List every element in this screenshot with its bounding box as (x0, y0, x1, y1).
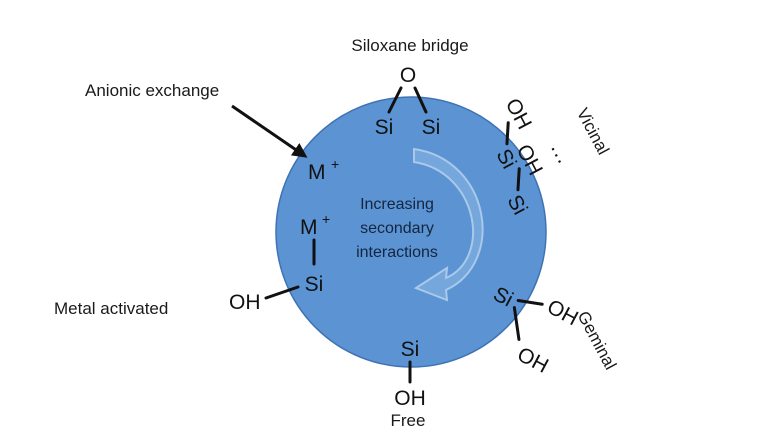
siloxane-si-right: Si (422, 116, 441, 139)
siloxane-bond-right (413, 86, 428, 114)
metal-si-oh-bond (264, 285, 300, 300)
free-oh: OH (394, 387, 426, 410)
siloxane-si-left: Si (375, 116, 394, 139)
label-anionic-exchange: Anionic exchange (85, 81, 219, 100)
free-si: Si (401, 338, 420, 361)
vicinal-bond-1 (505, 121, 510, 146)
siloxane-oxygen: O (400, 64, 416, 87)
label-vicinal: Vicinal (573, 105, 613, 158)
center-text-line3: interactions (356, 244, 438, 261)
metal-activated-oh: OH (229, 291, 261, 314)
label-siloxane-bridge: Siloxane bridge (351, 36, 468, 55)
center-text-line2: secondary (360, 220, 434, 237)
anionic-exchange-arrow (231, 104, 308, 158)
metal-activated-si: Si (305, 273, 324, 296)
metal-activated-ion: M (300, 216, 318, 239)
center-text-line1: Increasing (360, 196, 434, 213)
geminal-oh-2: OH (513, 343, 552, 378)
geminal-oh-1: OH (543, 295, 582, 330)
vicinal-bond-2 (516, 167, 521, 192)
label-geminal: Geminal (574, 308, 620, 373)
anionic-metal-charge: + (331, 156, 339, 172)
vicinal-oh-1: OH (501, 95, 536, 134)
metal-activated-charge: + (322, 211, 330, 227)
label-metal-activated: Metal activated (54, 299, 168, 318)
geminal-bond-2 (512, 306, 521, 341)
label-free: Free (391, 411, 426, 430)
vicinal-hbond: ··· (542, 140, 572, 169)
anionic-metal-ion: M (308, 161, 326, 184)
curved-arrow-icon (413, 147, 484, 302)
geminal-bond-1 (516, 299, 544, 306)
siloxane-bond-left (387, 86, 403, 114)
